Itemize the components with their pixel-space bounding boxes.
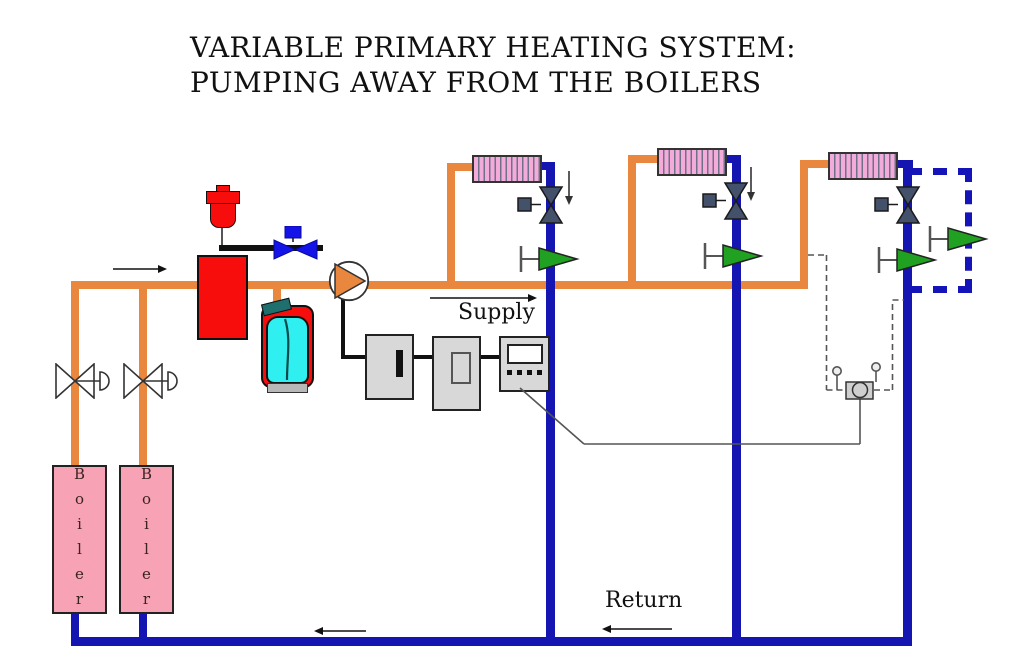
controller-box-2-window	[451, 352, 471, 384]
valve-wedge	[123, 363, 145, 399]
valve-actuator	[99, 371, 110, 391]
sensor-capillary-dashed-lines	[808, 254, 904, 391]
radiator-3-icon	[828, 152, 898, 180]
return-pipe-main	[71, 637, 912, 646]
boiler2-supply-riser	[139, 283, 147, 467]
page-title: VARIABLE PRIMARY HEATING SYSTEM: PUMPING…	[190, 30, 796, 100]
supply-flow-arrow-left	[113, 265, 167, 273]
expansion-tank-base	[267, 383, 308, 393]
boiler1-isolation-valve-icon	[55, 363, 110, 399]
supply-pipe-main	[71, 281, 808, 289]
future-zone-balancing-valve-icon	[928, 226, 989, 252]
radiator3-return-branch	[892, 160, 913, 168]
radiator1-supply-branch	[447, 163, 474, 171]
pump-wire-vertical	[341, 296, 345, 358]
radiator-1-icon	[472, 155, 542, 183]
controller-display	[507, 344, 543, 364]
radiator3-supply-riser	[800, 160, 808, 289]
boiler1-return-pipe	[71, 608, 79, 637]
controller-link-wire-1	[410, 355, 433, 359]
return-flow-arrow-left	[314, 627, 366, 635]
boiler-2: Boiler	[119, 464, 174, 615]
title-line-1: VARIABLE PRIMARY HEATING SYSTEM:	[190, 31, 797, 64]
valve-wedge	[723, 182, 749, 203]
radiator2-flow-arrow	[747, 167, 755, 201]
controller-button	[507, 370, 512, 375]
valve-wedge	[723, 199, 749, 220]
title-line-2: PUMPING AWAY FROM THE BOILERS	[190, 66, 762, 99]
valve-wedge	[895, 186, 921, 207]
valve-wedge	[273, 239, 297, 260]
radiator3-supply-branch	[800, 160, 830, 168]
pump-impeller	[334, 262, 367, 300]
valve-cone	[722, 244, 764, 268]
controller-box-1	[365, 334, 414, 400]
valve-cone	[896, 248, 938, 272]
controller-button	[527, 370, 532, 375]
boiler-1: Boiler	[52, 464, 107, 615]
supply-label: Supply	[458, 300, 535, 325]
expansion-tank-pipe	[273, 289, 281, 307]
membrane-curve	[283, 318, 290, 381]
radiator-2-icon	[657, 148, 727, 176]
radiator2-supply-riser	[628, 155, 636, 289]
boiler-1-label: Boiler	[70, 464, 89, 615]
radiator2-supply-branch	[628, 155, 659, 163]
air-separator-icon	[197, 255, 248, 340]
controller-button	[537, 370, 542, 375]
sensor-signal-wires	[519, 387, 861, 445]
valve-wedge	[538, 203, 564, 224]
boiler2-return-pipe	[139, 608, 147, 637]
vent-valve-icon	[273, 226, 318, 260]
radiator2-return-branch	[721, 155, 741, 163]
return-direction-arrow	[602, 625, 672, 633]
pump-icon	[328, 260, 370, 302]
expansion-tank-membrane-line	[283, 318, 290, 381]
valve-wedge	[895, 203, 921, 224]
controller-box-2	[432, 336, 481, 411]
return-label: Return	[605, 588, 683, 613]
valve-cone	[947, 227, 989, 251]
valve-wedge	[55, 363, 77, 399]
radiator1-balancing-valve-icon	[519, 246, 580, 272]
sensor-tap-right	[870, 361, 881, 372]
supply-direction-arrow	[430, 294, 537, 302]
boiler1-supply-riser	[71, 283, 79, 467]
controller-link-wire-2	[477, 355, 500, 359]
pump-wire-horizontal	[341, 355, 367, 359]
vent-pipe	[219, 245, 323, 251]
radiator3-return-pipe	[903, 160, 912, 645]
radiator1-flow-arrow	[565, 171, 573, 205]
dp-sensor-icon	[831, 361, 881, 400]
valve-actuator	[167, 371, 178, 391]
air-vent-icon	[210, 203, 236, 228]
controller-box-1-indicator	[396, 350, 403, 377]
radiator3-zone-valve-icon	[874, 186, 921, 224]
radiator2-balancing-valve-icon	[703, 243, 764, 269]
sensor-tap-left	[831, 365, 842, 376]
future-zone-dashed-outline	[908, 168, 972, 293]
boiler2-isolation-valve-icon	[123, 363, 178, 399]
signal-wire-diagonal	[519, 387, 585, 445]
valve-wedge	[293, 239, 318, 260]
radiator1-return-pipe	[546, 162, 555, 645]
radiator3-balancing-valve-icon	[877, 247, 938, 273]
air-vent-line	[221, 226, 223, 247]
radiator1-zone-valve-icon	[517, 186, 564, 224]
controller-button	[517, 370, 522, 375]
radiator2-zone-valve-icon	[702, 182, 749, 220]
boiler-2-label: Boiler	[137, 464, 156, 615]
valve-cone	[538, 247, 580, 271]
radiator1-supply-riser	[447, 163, 455, 289]
radiator2-return-pipe	[732, 155, 741, 645]
valve-wedge	[538, 186, 564, 207]
pump-controller-box	[499, 336, 550, 392]
